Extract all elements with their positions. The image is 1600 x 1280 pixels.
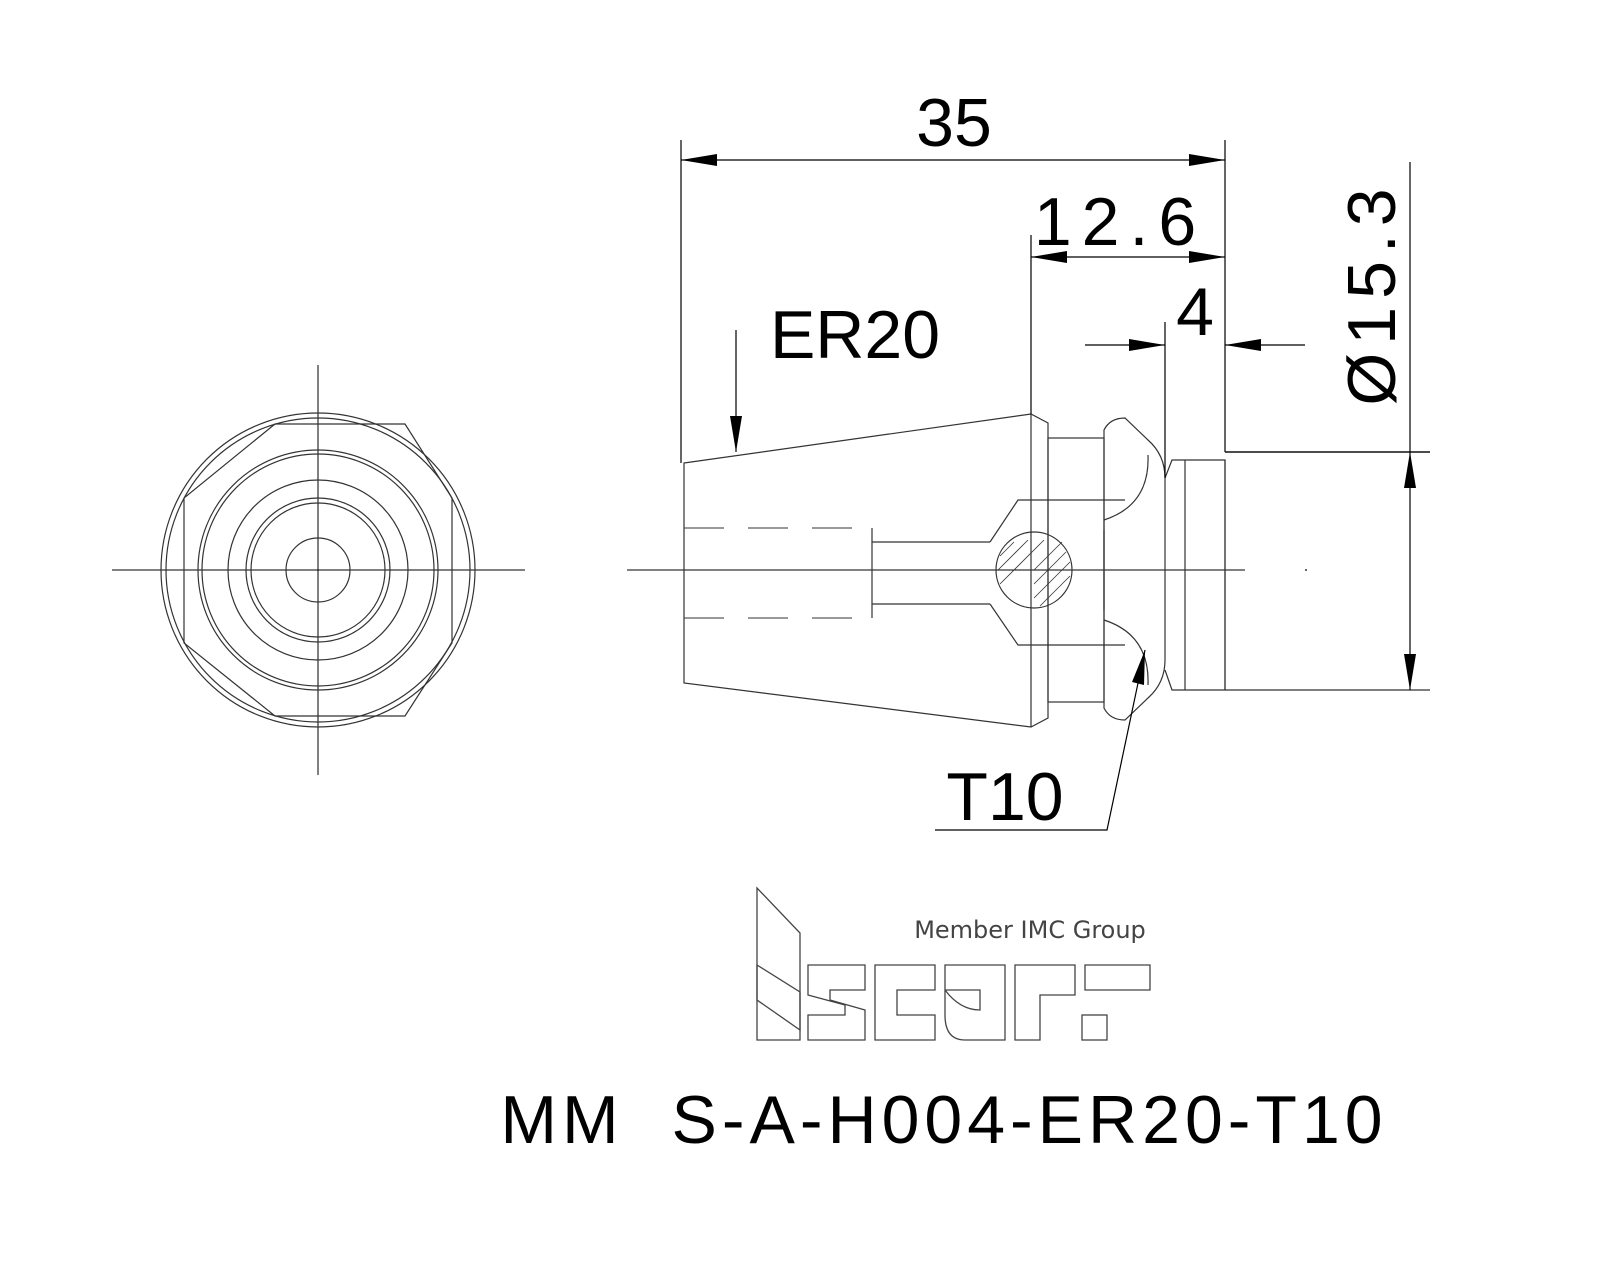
dim-collet-length: 12.6 xyxy=(1034,184,1206,260)
callout-thread-type: T10 xyxy=(946,759,1063,835)
dimension-lines xyxy=(680,140,1430,831)
side-view xyxy=(627,413,1430,728)
iscar-logo xyxy=(756,886,1151,1041)
logo-tagline: Member IMC Group xyxy=(914,916,1146,944)
arrowheads xyxy=(681,154,1416,690)
dim-thread-length: 4 xyxy=(1176,274,1214,350)
part-number: MM S-A-H004-ER20-T10 xyxy=(500,1082,1387,1158)
dim-overall-length: 35 xyxy=(916,85,992,161)
end-view xyxy=(112,365,525,775)
callout-collet-type: ER20 xyxy=(770,297,940,373)
dim-diameter: Ø15.3 xyxy=(1334,180,1410,405)
